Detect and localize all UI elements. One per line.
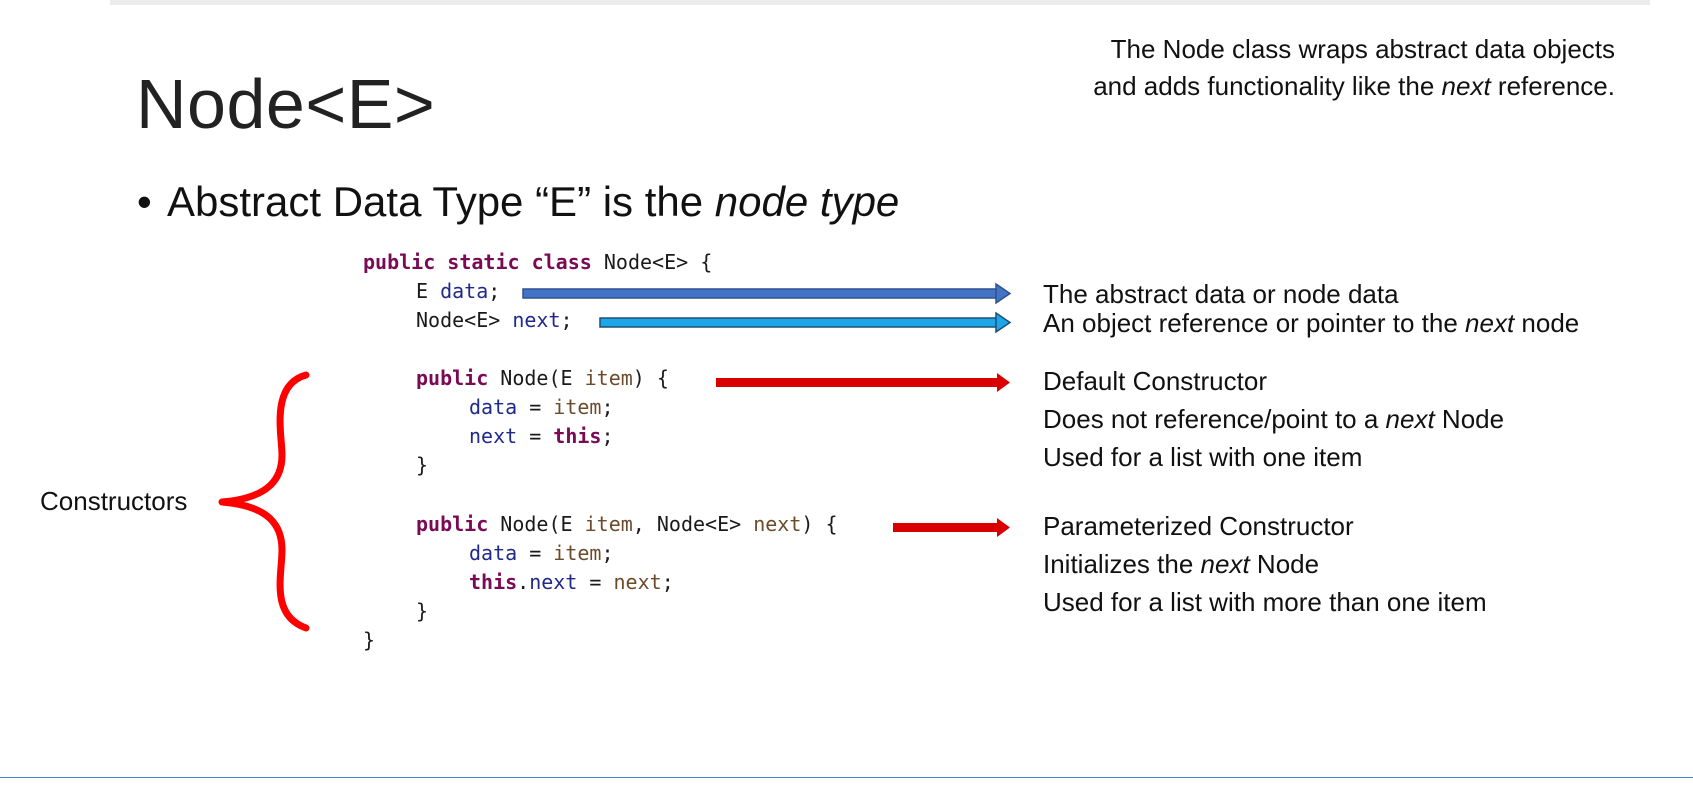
note-text: reference. — [1490, 71, 1615, 101]
code-punct: = — [517, 424, 554, 448]
code-brace: } — [416, 599, 429, 623]
note-line-1: The Node class wraps abstract data objec… — [1110, 34, 1615, 64]
bullet-emphasis: node type — [714, 178, 900, 225]
bullet-point: • Abstract Data Type “E” is the node type — [137, 178, 899, 226]
code-param: item — [584, 512, 633, 536]
code-method: Node — [500, 512, 549, 536]
desc-param-note-1: Initializes the next Node — [1043, 549, 1319, 580]
code-punct: ; — [661, 570, 674, 594]
code-punct: , — [632, 512, 657, 536]
code-field: data — [440, 279, 489, 303]
code-type: E — [560, 512, 573, 536]
code-punct: ) — [632, 366, 645, 390]
desc-emphasis: next — [1385, 404, 1435, 434]
code-punct: ; — [488, 279, 501, 303]
desc-param-note-2: Used for a list with more than one item — [1043, 587, 1487, 617]
code-keyword: class — [531, 250, 592, 274]
code-line-ctor2-next: this.next = next; — [469, 570, 674, 594]
code-keyword: static — [447, 250, 520, 274]
param-ctor-arrow — [893, 518, 1010, 537]
bullet-dot: • — [137, 178, 152, 225]
code-line-ctor2-data: data = item; — [469, 541, 614, 565]
desc-next: An object reference or pointer to the ne… — [1043, 308, 1579, 339]
next-field-arrow — [599, 311, 1012, 334]
desc-emphasis: next — [1200, 549, 1250, 579]
code-punct: ; — [560, 308, 573, 332]
code-punct: ; — [601, 424, 614, 448]
code-keyword: this — [553, 424, 602, 448]
code-brace: } — [363, 628, 376, 652]
code-line-ctor2-sig: public Node(E item, Node<E> next) { — [416, 512, 838, 536]
code-brace: { — [656, 366, 669, 390]
code-punct: = — [517, 395, 554, 419]
top-decor-strip — [110, 0, 1650, 5]
desc-param-ctor: Parameterized Constructor — [1043, 511, 1354, 541]
desc-text: Node — [1434, 404, 1505, 434]
code-keyword: public — [416, 512, 489, 536]
desc-text: Node — [1249, 549, 1320, 579]
code-method: Node — [500, 366, 549, 390]
code-field: next — [512, 308, 561, 332]
note-emphasis: next — [1441, 71, 1491, 101]
code-punct: ( — [548, 512, 561, 536]
code-punct: . — [517, 570, 530, 594]
code-punct: = — [577, 570, 614, 594]
code-line-data-field: E data; — [416, 279, 500, 303]
code-keyword: public — [363, 250, 436, 274]
desc-default-note-2: Used for a list with one item — [1043, 442, 1363, 472]
code-line-ctor1-close: } — [416, 453, 428, 477]
constructors-brace — [218, 371, 310, 632]
code-line-ctor1-data: data = item; — [469, 395, 614, 419]
desc-default-note-1: Does not reference/point to a next Node — [1043, 404, 1504, 435]
code-field: data — [469, 541, 518, 565]
code-type: E — [416, 279, 429, 303]
desc-data: The abstract data or node data — [1043, 279, 1399, 309]
code-keyword: public — [416, 366, 489, 390]
code-punct: ; — [601, 395, 614, 419]
desc-text: Does not reference/point to a — [1043, 404, 1386, 434]
desc-text: Initializes the — [1043, 549, 1201, 579]
code-param: next — [753, 512, 802, 536]
code-keyword: this — [469, 570, 518, 594]
code-type: Node<E> — [416, 308, 501, 332]
bullet-text: Abstract Data Type “E” is the — [167, 178, 715, 225]
data-field-arrow — [522, 282, 1012, 305]
default-ctor-arrow — [716, 373, 1010, 392]
code-field: data — [469, 395, 518, 419]
desc-text: An object reference or pointer to the — [1043, 308, 1466, 338]
code-punct: ( — [548, 366, 561, 390]
code-type: Node<E> — [603, 250, 689, 274]
code-line-ctor1-next: next = this; — [469, 424, 614, 448]
code-field: next — [529, 570, 578, 594]
code-punct: ) — [801, 512, 814, 536]
code-brace: { — [700, 250, 713, 274]
code-brace: } — [416, 453, 429, 477]
slide-title: Node<E> — [136, 65, 436, 143]
code-param: next — [613, 570, 662, 594]
code-line-ctor1-sig: public Node(E item) { — [416, 366, 669, 390]
constructors-label: Constructors — [40, 486, 188, 516]
code-param: item — [584, 366, 633, 390]
code-punct: = — [517, 541, 554, 565]
desc-text: node — [1514, 308, 1580, 338]
code-type: Node<E> — [656, 512, 742, 536]
note-text: and adds functionality like the — [1093, 71, 1442, 101]
code-type: E — [560, 366, 573, 390]
desc-default-ctor: Default Constructor — [1043, 366, 1267, 396]
code-punct: ; — [601, 541, 614, 565]
code-line-class-decl: public static class Node<E> { — [363, 250, 712, 274]
code-line-ctor2-close: } — [416, 599, 428, 623]
code-brace: { — [825, 512, 838, 536]
code-line-next-field: Node<E> next; — [416, 308, 573, 332]
footer-rule — [0, 777, 1693, 778]
slide-note: The Node class wraps abstract data objec… — [1005, 31, 1615, 105]
note-line-2: and adds functionality like the next ref… — [1005, 68, 1615, 105]
code-param: item — [553, 395, 602, 419]
code-param: item — [553, 541, 602, 565]
code-line-class-close: } — [363, 628, 375, 652]
desc-emphasis: next — [1465, 308, 1515, 338]
code-field: next — [469, 424, 518, 448]
